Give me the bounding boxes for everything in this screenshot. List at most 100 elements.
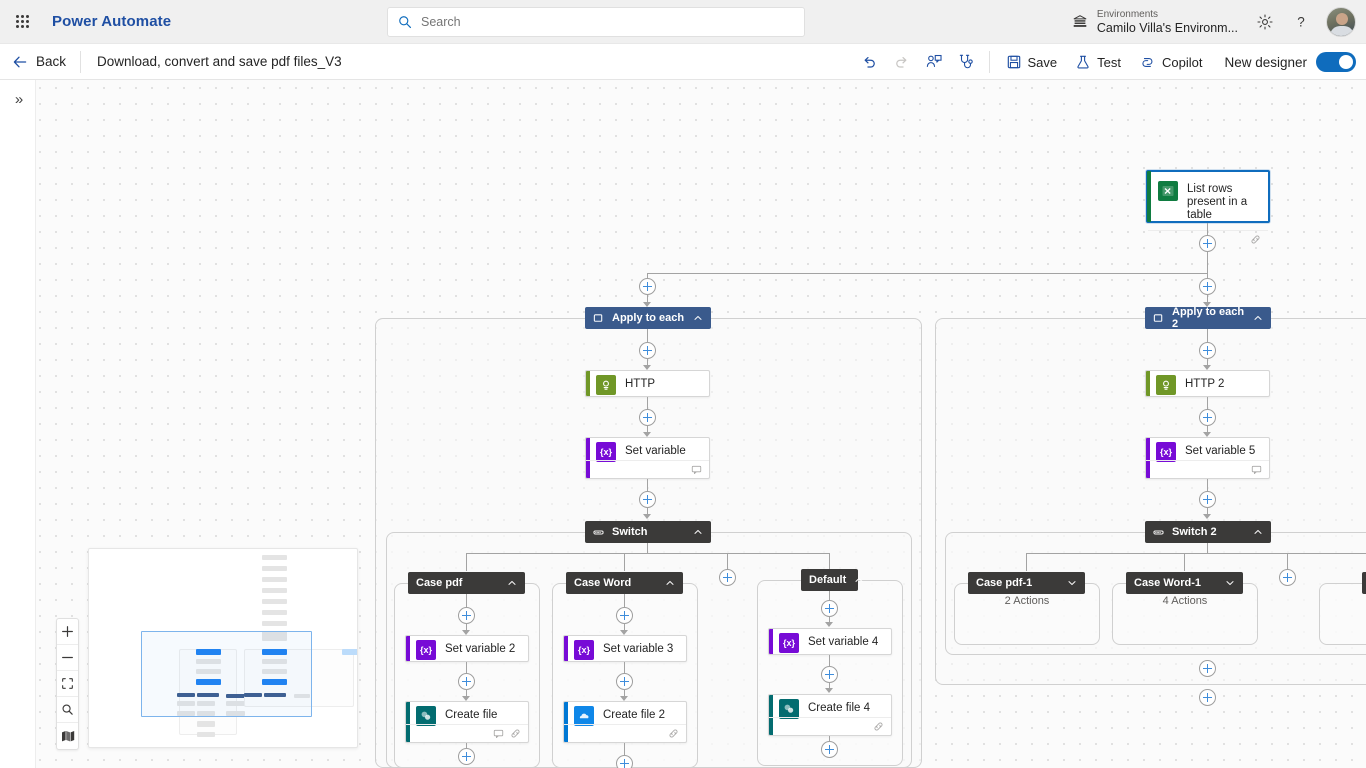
save-button[interactable]: Save [998, 48, 1066, 76]
minimap-block [294, 694, 310, 698]
link-icon[interactable] [510, 728, 521, 739]
flow-checker-button[interactable] [951, 48, 981, 76]
settings-button[interactable] [1248, 5, 1282, 39]
excel-icon [1158, 181, 1178, 201]
case-header-default[interactable]: Default [801, 569, 863, 591]
add-case-button[interactable] [1279, 569, 1296, 586]
minimap[interactable] [88, 548, 358, 748]
app-launcher-icon[interactable] [0, 0, 44, 44]
environment-picker[interactable]: Environments Camilo Villa's Environm... [1063, 9, 1246, 35]
add-step-button[interactable] [1199, 278, 1216, 295]
connector-arrow [462, 696, 470, 701]
connector-arrow [620, 630, 628, 635]
comment-icon[interactable] [1251, 464, 1262, 475]
undo-button[interactable] [855, 48, 885, 76]
link-icon[interactable] [873, 721, 884, 732]
share-person-icon [926, 54, 942, 68]
avatar[interactable] [1326, 7, 1356, 37]
add-step-button[interactable] [639, 342, 656, 359]
link-icon[interactable] [1250, 234, 1261, 245]
search-canvas-button[interactable] [57, 697, 78, 723]
add-step-button[interactable] [458, 748, 475, 765]
new-designer-toggle-group[interactable]: New designer [1212, 52, 1356, 72]
scope-title: Apply to each [612, 312, 685, 324]
node-set-variable-4[interactable]: {x} Set variable 4 [768, 628, 892, 655]
minimap-block [262, 577, 287, 582]
node-title: Create file 4 [808, 701, 871, 714]
global-search[interactable] [387, 7, 805, 37]
add-step-button[interactable] [1199, 689, 1216, 706]
new-designer-toggle[interactable] [1316, 52, 1356, 72]
add-step-button[interactable] [821, 666, 838, 683]
minimap-toggle-button[interactable] [57, 723, 78, 749]
case-header-pdf-1[interactable]: Case pdf-1 [968, 572, 1085, 594]
node-create-file-2[interactable]: Create file 2 [563, 701, 687, 743]
search-input[interactable] [421, 15, 794, 29]
minimap-viewport[interactable] [141, 631, 312, 717]
node-create-file[interactable]: Create file [405, 701, 529, 743]
add-step-button[interactable] [1199, 409, 1216, 426]
zoom-in-button[interactable] [57, 619, 78, 645]
chevron-up-icon [855, 577, 863, 582]
back-button[interactable]: Back [0, 44, 80, 80]
copilot-label: Copilot [1161, 54, 1203, 70]
minimap-block [244, 693, 262, 697]
add-case-button[interactable] [719, 569, 736, 586]
command-divider-2 [988, 51, 990, 73]
test-button[interactable]: Test [1067, 48, 1129, 76]
comment-icon[interactable] [691, 464, 702, 475]
expand-panel-icon[interactable]: » [14, 90, 24, 108]
add-step-button[interactable] [616, 673, 633, 690]
connector [1207, 252, 1208, 273]
node-create-file-4[interactable]: Create file 4 [768, 694, 892, 736]
brand-title[interactable]: Power Automate [52, 13, 172, 30]
node-set-variable[interactable]: {x} Set variable [585, 437, 710, 479]
minimap-block [197, 693, 219, 697]
add-step-button[interactable] [1199, 342, 1216, 359]
minimap-block [197, 701, 215, 706]
add-step-button[interactable] [458, 607, 475, 624]
add-step-button[interactable] [616, 607, 633, 624]
case-header-word[interactable]: Case Word [566, 572, 683, 594]
node-set-variable-3[interactable]: {x} Set variable 3 [563, 635, 687, 662]
copilot-icon [1142, 57, 1153, 67]
case-header-pdf[interactable]: Case pdf [408, 572, 525, 594]
connector [1207, 508, 1208, 516]
case-header-word-1[interactable]: Case Word-1 [1126, 572, 1243, 594]
node-http-2[interactable]: HTTP 2 [1145, 370, 1270, 397]
flow-title: Download, convert and save pdf files_V3 [97, 54, 342, 69]
add-step-button[interactable] [616, 755, 633, 768]
node-title: Set variable 3 [603, 642, 674, 655]
scope-header-apply-to-each-2[interactable]: Apply to each 2 [1145, 306, 1271, 330]
connector [466, 743, 467, 748]
case-header-clipped[interactable] [1362, 572, 1366, 594]
add-step-button[interactable] [1199, 235, 1216, 252]
add-step-button[interactable] [639, 409, 656, 426]
scope-header-switch[interactable]: Switch [585, 521, 711, 543]
node-set-variable-5[interactable]: {x} Set variable 5 [1145, 437, 1270, 479]
fit-to-screen-button[interactable] [57, 671, 78, 697]
scope-header-switch-2[interactable]: Switch 2 [1145, 521, 1271, 543]
copilot-button[interactable]: Copilot [1131, 48, 1210, 76]
node-set-variable-2[interactable]: {x} Set variable 2 [405, 635, 529, 662]
node-trigger-list-rows[interactable]: List rows present in a table [1146, 170, 1270, 244]
add-step-button[interactable] [458, 673, 475, 690]
comment-icon[interactable] [493, 728, 504, 739]
share-button[interactable] [919, 48, 949, 76]
add-step-button[interactable] [1199, 660, 1216, 677]
link-icon[interactable] [668, 728, 679, 739]
add-step-button[interactable] [639, 491, 656, 508]
connector [829, 591, 830, 600]
add-step-button[interactable] [639, 278, 656, 295]
add-step-button[interactable] [1199, 491, 1216, 508]
zoom-out-button[interactable] [57, 645, 78, 671]
scope-header-apply-to-each[interactable]: Apply to each [585, 307, 711, 329]
zoom-controls[interactable] [56, 618, 79, 750]
redo-button[interactable] [887, 48, 917, 76]
add-step-button[interactable] [821, 741, 838, 758]
flow-canvas[interactable]: » List rows present in a table [0, 80, 1366, 768]
help-button[interactable]: ? [1284, 5, 1318, 39]
node-http[interactable]: HTTP [585, 370, 710, 397]
add-step-button[interactable] [821, 600, 838, 617]
minimap-block [264, 693, 286, 697]
